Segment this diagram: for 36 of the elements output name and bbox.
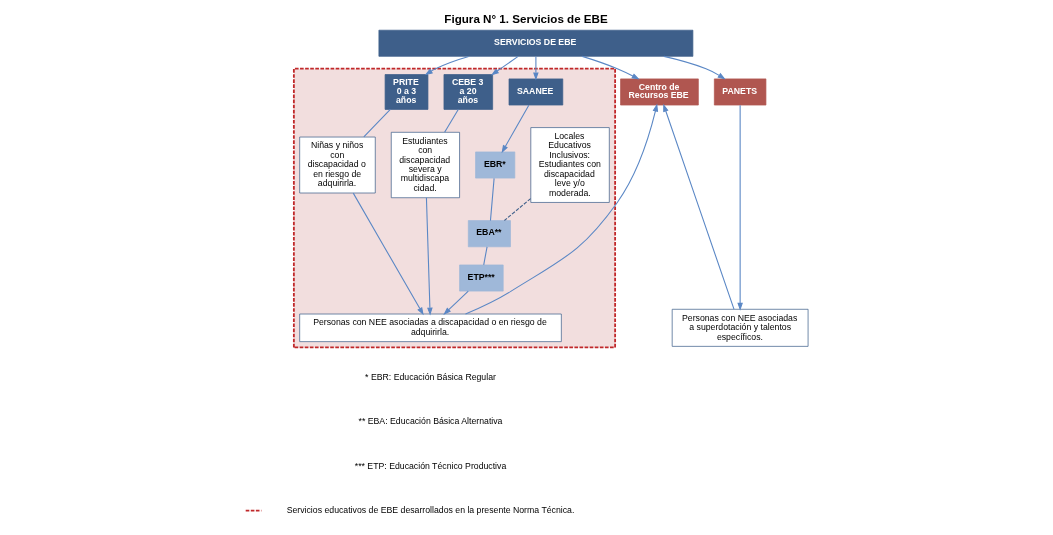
node-box: Estudiantes con discapacidad severa y multidiscapa cidad.: [390, 131, 460, 199]
arrow: [424, 55, 470, 76]
arrow: [465, 103, 659, 315]
node-box: PRITE 0 a 3 años: [384, 74, 429, 110]
connector: [444, 108, 459, 133]
arrow: [663, 55, 726, 80]
legend-label: Servicios educativos de EBE desarrollados en la presente Norma Técnica.: [286, 504, 575, 515]
arrow: [501, 104, 530, 154]
connector: [483, 246, 488, 266]
node-box: CEBE 3 a 20 años: [443, 74, 493, 110]
label: *** ETP: Educación Técnico Productiva: [354, 460, 507, 471]
node-box: Niñas y niños con discapacidad o en riesgo de adquirirla.: [299, 136, 376, 194]
connector: [363, 108, 391, 138]
arrow: [737, 104, 743, 311]
arrow: [663, 103, 735, 310]
arrow: [581, 55, 640, 80]
arrow: [443, 290, 469, 315]
diagram-title: Figura N° 1. Servicios de EBE: [444, 11, 608, 25]
node-box: Centro de Recursos EBE: [620, 78, 699, 106]
arrow: [490, 55, 519, 76]
node-box: PANETS: [713, 78, 767, 106]
node-box: EBA**: [467, 220, 511, 248]
label: * EBR: Educación Básica Regular: [365, 371, 496, 382]
label: ** EBA: Educación Básica Alternativa: [358, 416, 503, 427]
node-box: Locales Educativos Inclusivos: Estudiantes con discapacidad leve y/o moderada.: [530, 127, 610, 203]
node-box: ETP***: [459, 264, 504, 292]
arrow: [352, 192, 424, 316]
node-box: SAANEE: [508, 78, 564, 106]
connector: [503, 198, 532, 221]
node-box: EBR*: [475, 151, 516, 179]
arrow: [425, 197, 433, 316]
node-box: Personas con NEE asociadas a superdotación y talentos específicos.: [671, 308, 809, 347]
arrow: [533, 55, 539, 81]
node-box: SERVICIOS DE EBE: [378, 29, 694, 57]
node-box: Personas con NEE asociadas a discapacidad o en riesgo de adquirirla.: [299, 313, 562, 342]
connector: [489, 177, 495, 222]
